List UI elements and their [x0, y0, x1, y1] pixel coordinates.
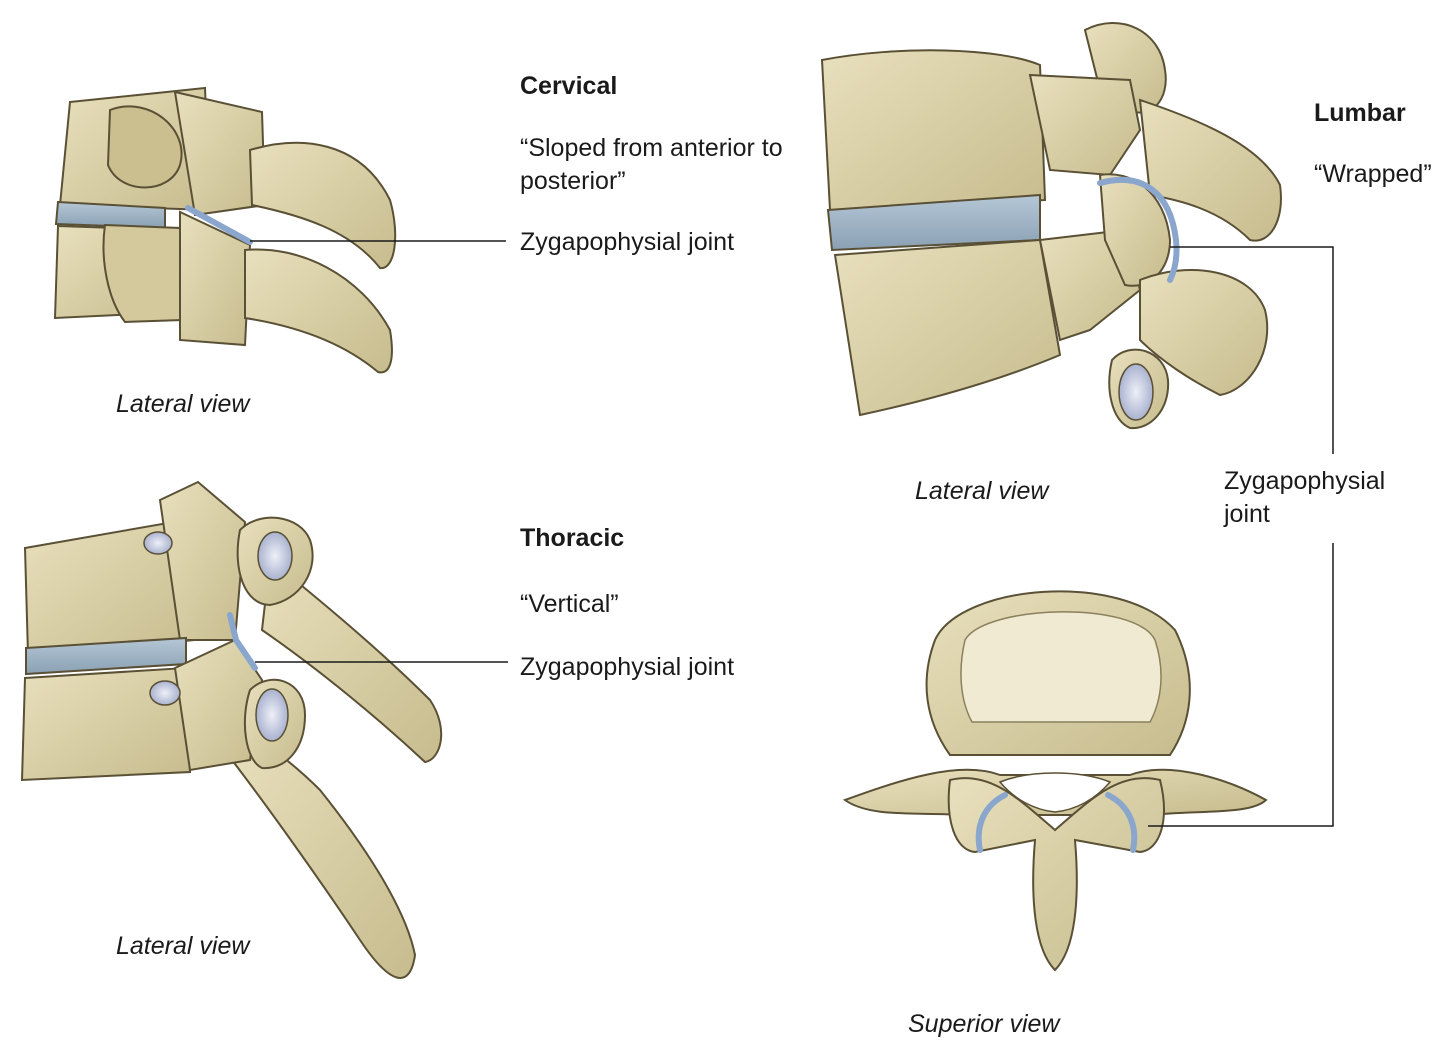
cervical-heading: Cervical	[520, 72, 618, 100]
lumbar-superior-left-joint	[975, 792, 1008, 853]
cervical-joint-label: Zygapophysial joint	[520, 228, 735, 256]
thoracic-lower-body	[20, 666, 192, 782]
lumbar-lateral-drawing	[820, 22, 1282, 430]
lumbar-superior-canal	[998, 772, 1112, 813]
thoracic-heading: Thoracic	[520, 524, 625, 552]
lumbar-upper-pedicle	[1028, 73, 1142, 177]
thoracic-spinous-process	[230, 733, 417, 979]
lumbar-superior-cancellous-surface	[960, 611, 1162, 723]
cervical-description: “Sloped from anterior to posterior”	[520, 134, 783, 195]
lumbar-description: “Wrapped”	[1314, 160, 1432, 188]
cervical-lower-spinous-process	[244, 248, 393, 374]
cervical-upper-spinous-process	[248, 141, 397, 269]
cervical-view-label: Lateral view	[116, 390, 250, 418]
thoracic-description: “Vertical”	[520, 590, 619, 618]
lumbar-leader-line-upper	[1170, 246, 1334, 454]
lumbar-lower-spinous-process	[1139, 269, 1269, 397]
lumbar-zygapophysial-joint-line	[1097, 176, 1180, 283]
thoracic-vertebrae-drawing	[20, 480, 443, 979]
thoracic-joint-label: Zygapophysial joint	[520, 653, 735, 681]
cervical-vertebrae-drawing	[53, 86, 397, 374]
thoracic-upper-spinous-process	[260, 558, 443, 764]
thoracic-lower-costal-facet	[149, 680, 181, 706]
lumbar-inferior-facet	[1118, 363, 1154, 421]
cervical-upper-foramen	[106, 105, 183, 189]
lumbar-superior-right-joint	[1105, 792, 1138, 853]
lumbar-heading: Lumbar	[1314, 99, 1406, 127]
cervical-lower-articular	[179, 210, 252, 347]
thoracic-upper-transverse-facet	[257, 531, 293, 581]
lumbar-upper-inferior-process	[1138, 98, 1282, 242]
lumbar-lateral-view-label: Lateral view	[915, 477, 1049, 505]
lumbar-leader-line-lower	[1148, 543, 1334, 827]
cervical-lower-pillar	[102, 223, 184, 324]
thoracic-zygapophysial-joint-line	[227, 612, 258, 671]
cervical-zygapophysial-joint-line	[185, 205, 253, 245]
lumbar-superior-lamina	[947, 777, 1165, 972]
thoracic-upper-pedicle	[158, 480, 247, 641]
lumbar-upper-body	[820, 49, 1047, 212]
thoracic-upper-costal-facet	[143, 531, 173, 555]
thoracic-view-label: Lateral view	[116, 932, 250, 960]
lumbar-joint-label: Zygapophysial joint	[1224, 467, 1386, 528]
lumbar-superior-view-label: Superior view	[908, 1010, 1060, 1038]
thoracic-lower-transverse-facet	[255, 688, 289, 742]
lumbar-lower-body	[833, 238, 1062, 417]
